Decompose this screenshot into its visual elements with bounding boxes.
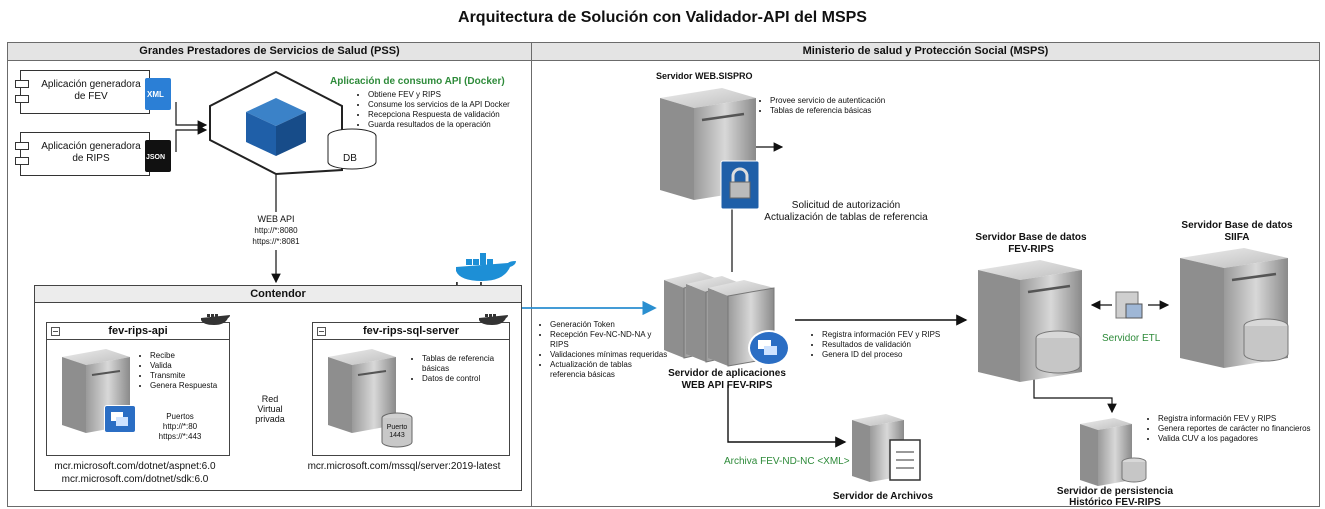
xml-file-icon: XML — [145, 78, 171, 110]
db-siifa-server-icon — [1180, 248, 1289, 368]
json-file-icon: JSON — [145, 140, 171, 172]
app-rips-box: Aplicación generadora de RIPS — [15, 132, 150, 176]
lock-icon — [720, 160, 760, 210]
docker-app-bullets: Obtiene FEV y RIPS Consume los servicios… — [358, 90, 510, 130]
etl-server-icon — [1115, 291, 1143, 319]
sql-db-cylinder-icon — [381, 412, 413, 448]
persist-bullets: Registra información FEV y RIPS Genera r… — [1148, 414, 1311, 444]
docker-small-icon — [201, 314, 230, 325]
etl-label: Servidor ETL — [1102, 333, 1161, 344]
app-fev-label: Aplicación generadora de FEV — [41, 79, 141, 102]
component-tab-icon — [15, 157, 29, 165]
persist-server-icon — [1080, 418, 1147, 486]
component-tab-icon — [15, 80, 29, 88]
page-title: Arquitectura de Solución con Validador-A… — [458, 9, 867, 26]
db-fev-title: Servidor Base de datos FEV-RIPS — [975, 232, 1087, 255]
windows-app-icon — [104, 405, 136, 433]
api-ports: Puertos http://*:80 https://*:443 — [158, 412, 202, 441]
db-siifa-title: Servidor Base de datos SIIFA — [1181, 220, 1293, 243]
app-server-title: Servidor de aplicaciones WEB API FEV-RIP… — [668, 368, 786, 391]
component-tab-icon — [15, 95, 29, 103]
sql-port: Puerto 1443 — [386, 424, 408, 439]
red-virtual-label: Red Virtual privada — [248, 394, 292, 424]
fev-rips-api-title: fev-rips-api — [47, 323, 229, 340]
app-fev-box: Aplicación generadora de FEV — [15, 70, 150, 114]
msps-header: Ministerio de salud y Protección Social … — [532, 43, 1319, 61]
pss-header: Grandes Prestadores de Servicios de Salu… — [8, 43, 531, 61]
app-server-stack-icon — [664, 272, 775, 367]
docker-app-title: Aplicación de consumo API (Docker) — [330, 76, 505, 87]
docker-whale-icon — [456, 253, 516, 281]
api-images: mcr.microsoft.com/dotnet/aspnet:6.0 mcr.… — [54, 461, 216, 485]
db-label: DB — [343, 153, 357, 164]
web-sispro-bullets: Provee servicio de autenticación Tablas … — [760, 96, 885, 116]
component-tab-icon — [15, 142, 29, 150]
collapse-icon[interactable] — [317, 327, 326, 336]
web-sispro-title: Servidor WEB.SISPRO — [656, 71, 753, 81]
docker-app-cube-icon — [209, 70, 343, 176]
persist-title: Servidor de persistencia Histórico FEV-R… — [1056, 486, 1174, 508]
db-bullets: Registra información FEV y RIPS Resultad… — [812, 330, 940, 360]
fev-rips-sql-title: fev-rips-sql-server — [313, 323, 509, 340]
docker-small-icon — [479, 314, 508, 325]
sql-image: mcr.microsoft.com/mssql/server:2019-late… — [307, 461, 501, 472]
app-server-bullets: Generación Token Recepción Fev-NC-ND-NA … — [540, 320, 668, 380]
api-bullets: Recibe Valida Transmite Genera Respuesta — [140, 351, 217, 391]
file-server-icon — [852, 414, 921, 482]
db-fev-server-icon — [978, 260, 1082, 382]
sql-bullets: Tablas de referencia básicas Datos de co… — [412, 354, 514, 384]
container-header: Contendor — [35, 286, 521, 303]
app-rips-label: Aplicación generadora de RIPS — [41, 141, 141, 164]
windows-app-icon — [748, 330, 790, 366]
archiva-label: Archiva FEV-ND-NC <XML> — [724, 456, 850, 467]
file-server-title: Servidor de Archivos — [832, 491, 934, 502]
collapse-icon[interactable] — [51, 327, 60, 336]
database-icon — [327, 128, 377, 170]
webapi-label: WEB API http://*:8080 https://*:8081 — [252, 214, 300, 246]
auth-note: Solicitud de autorización Actualización … — [764, 200, 928, 223]
sql-server-icon — [328, 349, 396, 433]
